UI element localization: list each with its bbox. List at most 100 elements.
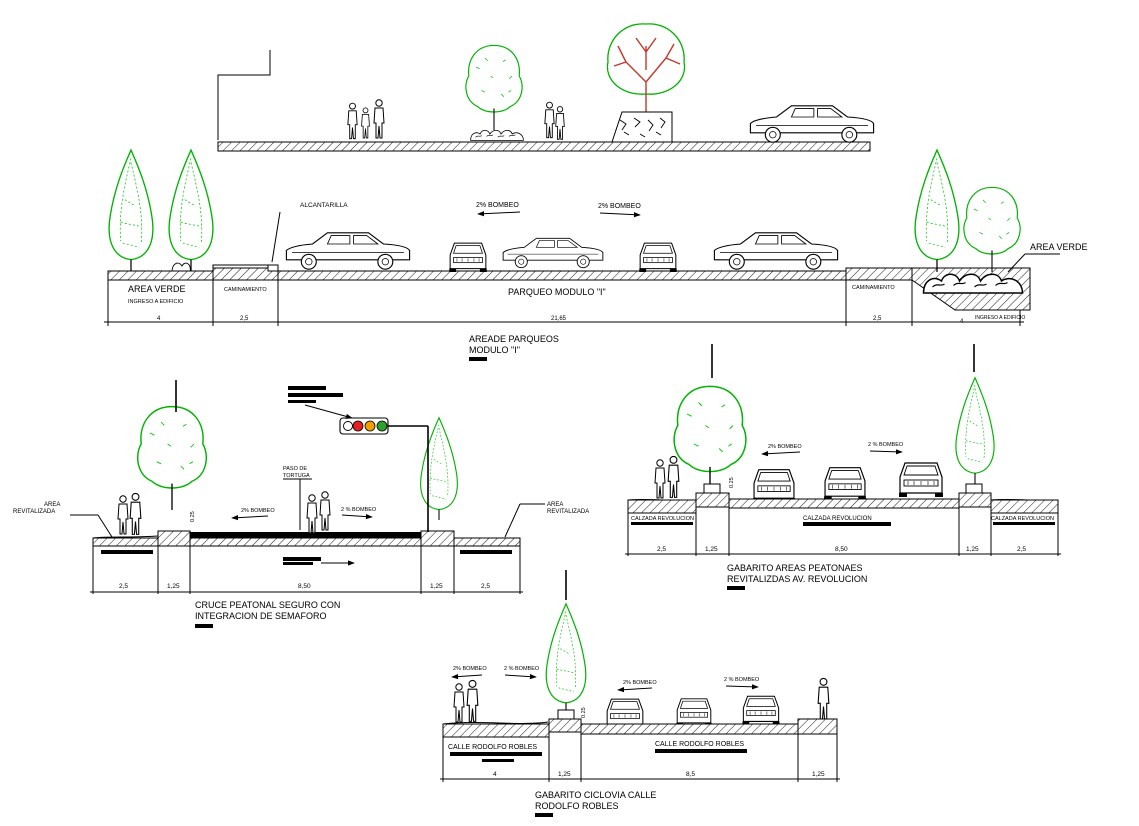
section-caption: INTEGRACION DE SEMAFORO: [195, 611, 327, 621]
section-caption: GABARITO CICLOVIA CALLE: [535, 790, 656, 800]
section-caption: RODOLFO ROBLES: [535, 801, 619, 811]
parqueo-section: ALCANTARILLA 2% BOMBEO 2% BOMBEO AREA VE…: [104, 149, 1088, 361]
dimension-value: 2,5: [657, 546, 666, 553]
bombeo-label: 2 % BOMBEO: [341, 507, 377, 513]
dimension-value: 1,25: [167, 583, 180, 590]
dimension-value: 21,65: [551, 316, 567, 322]
dimension-line: 2,5 1,25 8,50 1,25 2,5: [90, 546, 523, 594]
person-icon: [453, 683, 465, 723]
caminamiento-label: CAMINAMIENTO: [852, 285, 895, 291]
curb-left: [695, 492, 730, 508]
parqueo-slab: [277, 270, 847, 281]
walk-signal-icon: [343, 421, 353, 431]
ingreso-label: INGRESO A EDIFICIO: [128, 299, 184, 305]
bombeo-label: 2 % BOMBEO: [724, 677, 760, 683]
dimension-line: 4 1,25 8,5 1,25: [440, 732, 840, 782]
area-verde-label: AREA VERDE: [1030, 242, 1088, 252]
caption-scale-bar: [195, 624, 213, 628]
height-label: 0.25: [729, 477, 735, 488]
car-front-icon: [741, 695, 781, 726]
area-verde-label: AREA VERDE: [128, 284, 186, 294]
person-icon: [129, 492, 142, 535]
bombeo-label: 2% BOMBEO: [453, 666, 487, 672]
dimension-value: 2,5: [240, 316, 249, 322]
top-elevation: [217, 23, 875, 152]
yellow-light-icon: [364, 420, 376, 432]
label-bar: [655, 749, 747, 753]
cypress-tree-icon: [168, 149, 214, 273]
cypress-tree-icon: [955, 377, 995, 485]
cypress-tree-icon: [108, 149, 154, 273]
calzada-label: CALZADA REVOLUCION: [631, 516, 694, 522]
curb-right: [420, 530, 455, 547]
dimension-value: 4: [493, 771, 497, 778]
revitalizada-label: REVITALIZADA: [13, 509, 55, 515]
car-front-icon: [823, 467, 867, 501]
dimension-value: 4: [960, 319, 964, 325]
person-icon: [466, 679, 479, 722]
car-front-icon: [898, 462, 944, 498]
calle-label: CALLE RODOLFO ROBLES: [448, 744, 537, 751]
caption-scale-bar: [535, 813, 553, 817]
dimension-value: 1,25: [812, 771, 825, 778]
dimension-value: 1,25: [966, 546, 979, 553]
paso-label: PASO DE: [283, 466, 307, 472]
cypress-tree-icon: [545, 603, 587, 715]
person-icon: [817, 677, 830, 720]
green-light-icon: [376, 420, 388, 432]
calle-label: CALLE RODOLFO ROBLES: [655, 741, 744, 748]
sidewalk-right: [990, 499, 1059, 514]
planter-box: [611, 111, 673, 143]
person-icon: [667, 455, 680, 498]
road-surface: [190, 532, 421, 538]
car-icon: [285, 232, 411, 270]
tree-icon: [136, 405, 208, 511]
ingreso-label: INGRESO A EDIFICIO: [975, 315, 1025, 321]
road-base: [728, 498, 960, 509]
dimension-value: 2,5: [481, 583, 490, 590]
person-icon: [555, 106, 565, 140]
area-label: AREA: [547, 502, 563, 508]
dimension-value: 2,5: [1017, 546, 1026, 553]
sidewalk-left: [442, 723, 550, 738]
label-bar: [288, 393, 343, 397]
traffic-light: [339, 417, 429, 532]
tree-icon: [963, 186, 1021, 273]
dimension-value: 2,5: [873, 316, 882, 322]
bombeo-label: 2 % BOMBEO: [868, 442, 904, 448]
person-icon: [373, 99, 385, 139]
paso-label: TORTUGA: [283, 473, 310, 479]
top-ground-strip: [217, 141, 871, 152]
curb-right: [958, 492, 992, 508]
section-caption: CRUCE PEATONAL SEGURO CON: [195, 600, 340, 610]
road-base: [580, 723, 799, 735]
person-icon: [319, 491, 331, 531]
label-bar: [283, 557, 321, 561]
person-icon: [306, 494, 318, 534]
bombeo-label: 2% BOMBEO: [241, 508, 275, 514]
section-caption: MODULO "I": [469, 345, 520, 355]
tree-pit: [557, 709, 575, 720]
dimension-value: 1,25: [430, 583, 443, 590]
person-icon: [347, 102, 358, 140]
curb-left: [157, 530, 191, 547]
section-caption: GABARITO AREAS PEATONAES: [727, 563, 863, 573]
bombeo-label: 2% BOMBEO: [623, 680, 657, 686]
tree-pit: [703, 483, 721, 494]
caption-scale-bar: [469, 357, 487, 361]
car-icon: [749, 105, 875, 143]
person-icon: [117, 495, 129, 535]
calzada-label: CALZADA REVOLUCION: [991, 516, 1054, 522]
alcantarilla-label: ALCANTARILLA: [300, 202, 348, 209]
red-light-icon: [352, 420, 364, 432]
tree-icon: [673, 385, 747, 496]
revolucion-section: 2% BOMBEO 2 % BOMBEO 0.25 CALZADA REVOLU…: [625, 344, 1061, 590]
section-caption: AREADE PARQUEOS: [469, 334, 559, 344]
curb-left: [548, 718, 582, 733]
tree-icon: [465, 44, 523, 131]
sidewalk-left: [92, 537, 159, 547]
label-bar: [288, 400, 316, 403]
shrubs-icon: [470, 129, 524, 141]
caminamiento-label: CAMINAMIENTO: [224, 287, 267, 293]
curb-right: [797, 718, 838, 735]
